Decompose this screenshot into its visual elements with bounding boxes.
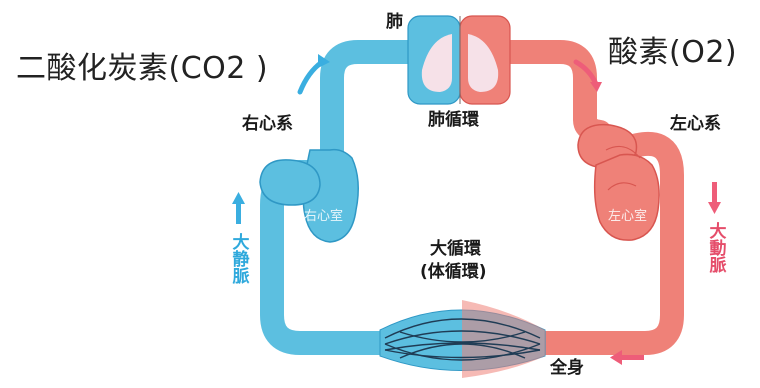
vena-cava-text: 大静脈 bbox=[228, 233, 248, 284]
capillary-bed-arterial bbox=[462, 300, 545, 378]
right-ventricle-label: 右心室 bbox=[304, 210, 343, 223]
right-heart-system-label: 右心系 bbox=[242, 116, 293, 133]
left-heart-system-label: 左心系 bbox=[670, 116, 721, 133]
pulmonary-vein-vessel bbox=[505, 52, 600, 132]
pulmonary-artery-vessel bbox=[332, 52, 410, 160]
lung-label: 肺 bbox=[386, 14, 403, 31]
o2-label: 酸素(O2) bbox=[608, 38, 737, 68]
vena-cava-label: 大静脈 bbox=[228, 233, 248, 284]
whole-body-label: 全身 bbox=[550, 360, 584, 377]
systemic-circulation-alt-label: (体循環) bbox=[420, 264, 487, 281]
arrow-down-icon bbox=[708, 182, 721, 214]
right-atrium-shape bbox=[260, 160, 320, 205]
lung-organ bbox=[408, 16, 510, 104]
left-ventricle-label: 左心室 bbox=[608, 210, 647, 223]
co2-label: 二酸化炭素(CO2 ) bbox=[16, 54, 268, 84]
systemic-circulation-label: 大循環 bbox=[430, 241, 481, 258]
capillary-network bbox=[380, 300, 545, 378]
pulmonary-circulation-label: 肺循環 bbox=[428, 112, 479, 129]
aorta-text: 大動脈 bbox=[705, 222, 725, 273]
aorta-label: 大動脈 bbox=[705, 222, 725, 273]
arrow-up-icon bbox=[232, 192, 245, 224]
left-ventricle-shape bbox=[595, 154, 659, 240]
